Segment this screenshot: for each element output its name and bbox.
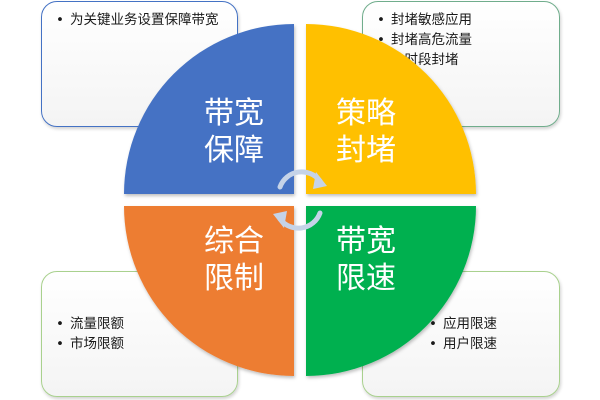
- quadrant-label-line1: 综合: [204, 224, 264, 259]
- quadrant-policy-block: [306, 24, 476, 194]
- quadrant-label-line2: 封堵: [336, 133, 396, 168]
- callout-item: • 封堵高危流量: [377, 30, 551, 50]
- quadrant-label-line1: 带宽: [204, 96, 264, 131]
- callout-item-text: 封堵高危流量: [391, 32, 472, 48]
- bullet-icon: •: [429, 316, 437, 332]
- callout-item-text: 市场限额: [70, 336, 124, 352]
- callout-item-text: 为关键业务设置保障带宽: [70, 12, 219, 28]
- callout-item: • 流量限额: [56, 314, 227, 334]
- callout-item-text: 流量限额: [70, 316, 124, 332]
- callout-item-text: 封堵敏感应用: [391, 12, 472, 28]
- callout-item: • 应用限速: [429, 314, 551, 334]
- callout-item-text: 应用限速: [443, 316, 497, 332]
- bullet-icon: •: [56, 12, 64, 28]
- quadrant-label-line2: 限速: [336, 261, 396, 296]
- quadrant-combined-limit: [124, 206, 294, 376]
- cycle-arrows-icon: [273, 169, 327, 231]
- quadrant-label-line1: 带宽: [336, 224, 396, 259]
- callout-item: • 用户限速: [429, 334, 551, 354]
- bullet-icon: •: [377, 32, 385, 48]
- quadrant-bandwidth-limit: [306, 206, 476, 376]
- callout-item: • 封堵敏感应用: [377, 10, 551, 30]
- quadrant-bandwidth-guarantee: [124, 24, 294, 194]
- quadrant-label-line2: 保障: [204, 133, 264, 168]
- bullet-icon: •: [56, 336, 64, 352]
- quadrant-label-line2: 限制: [204, 261, 264, 296]
- callout-item: • 为关键业务设置保障带宽: [56, 10, 227, 30]
- quadrant-label-line1: 策略: [336, 96, 396, 131]
- bullet-icon: •: [56, 316, 64, 332]
- callout-item: • 市场限额: [56, 334, 227, 354]
- callout-item-text: 用户限速: [443, 336, 497, 352]
- bullet-icon: •: [377, 12, 385, 28]
- bullet-icon: •: [429, 336, 437, 352]
